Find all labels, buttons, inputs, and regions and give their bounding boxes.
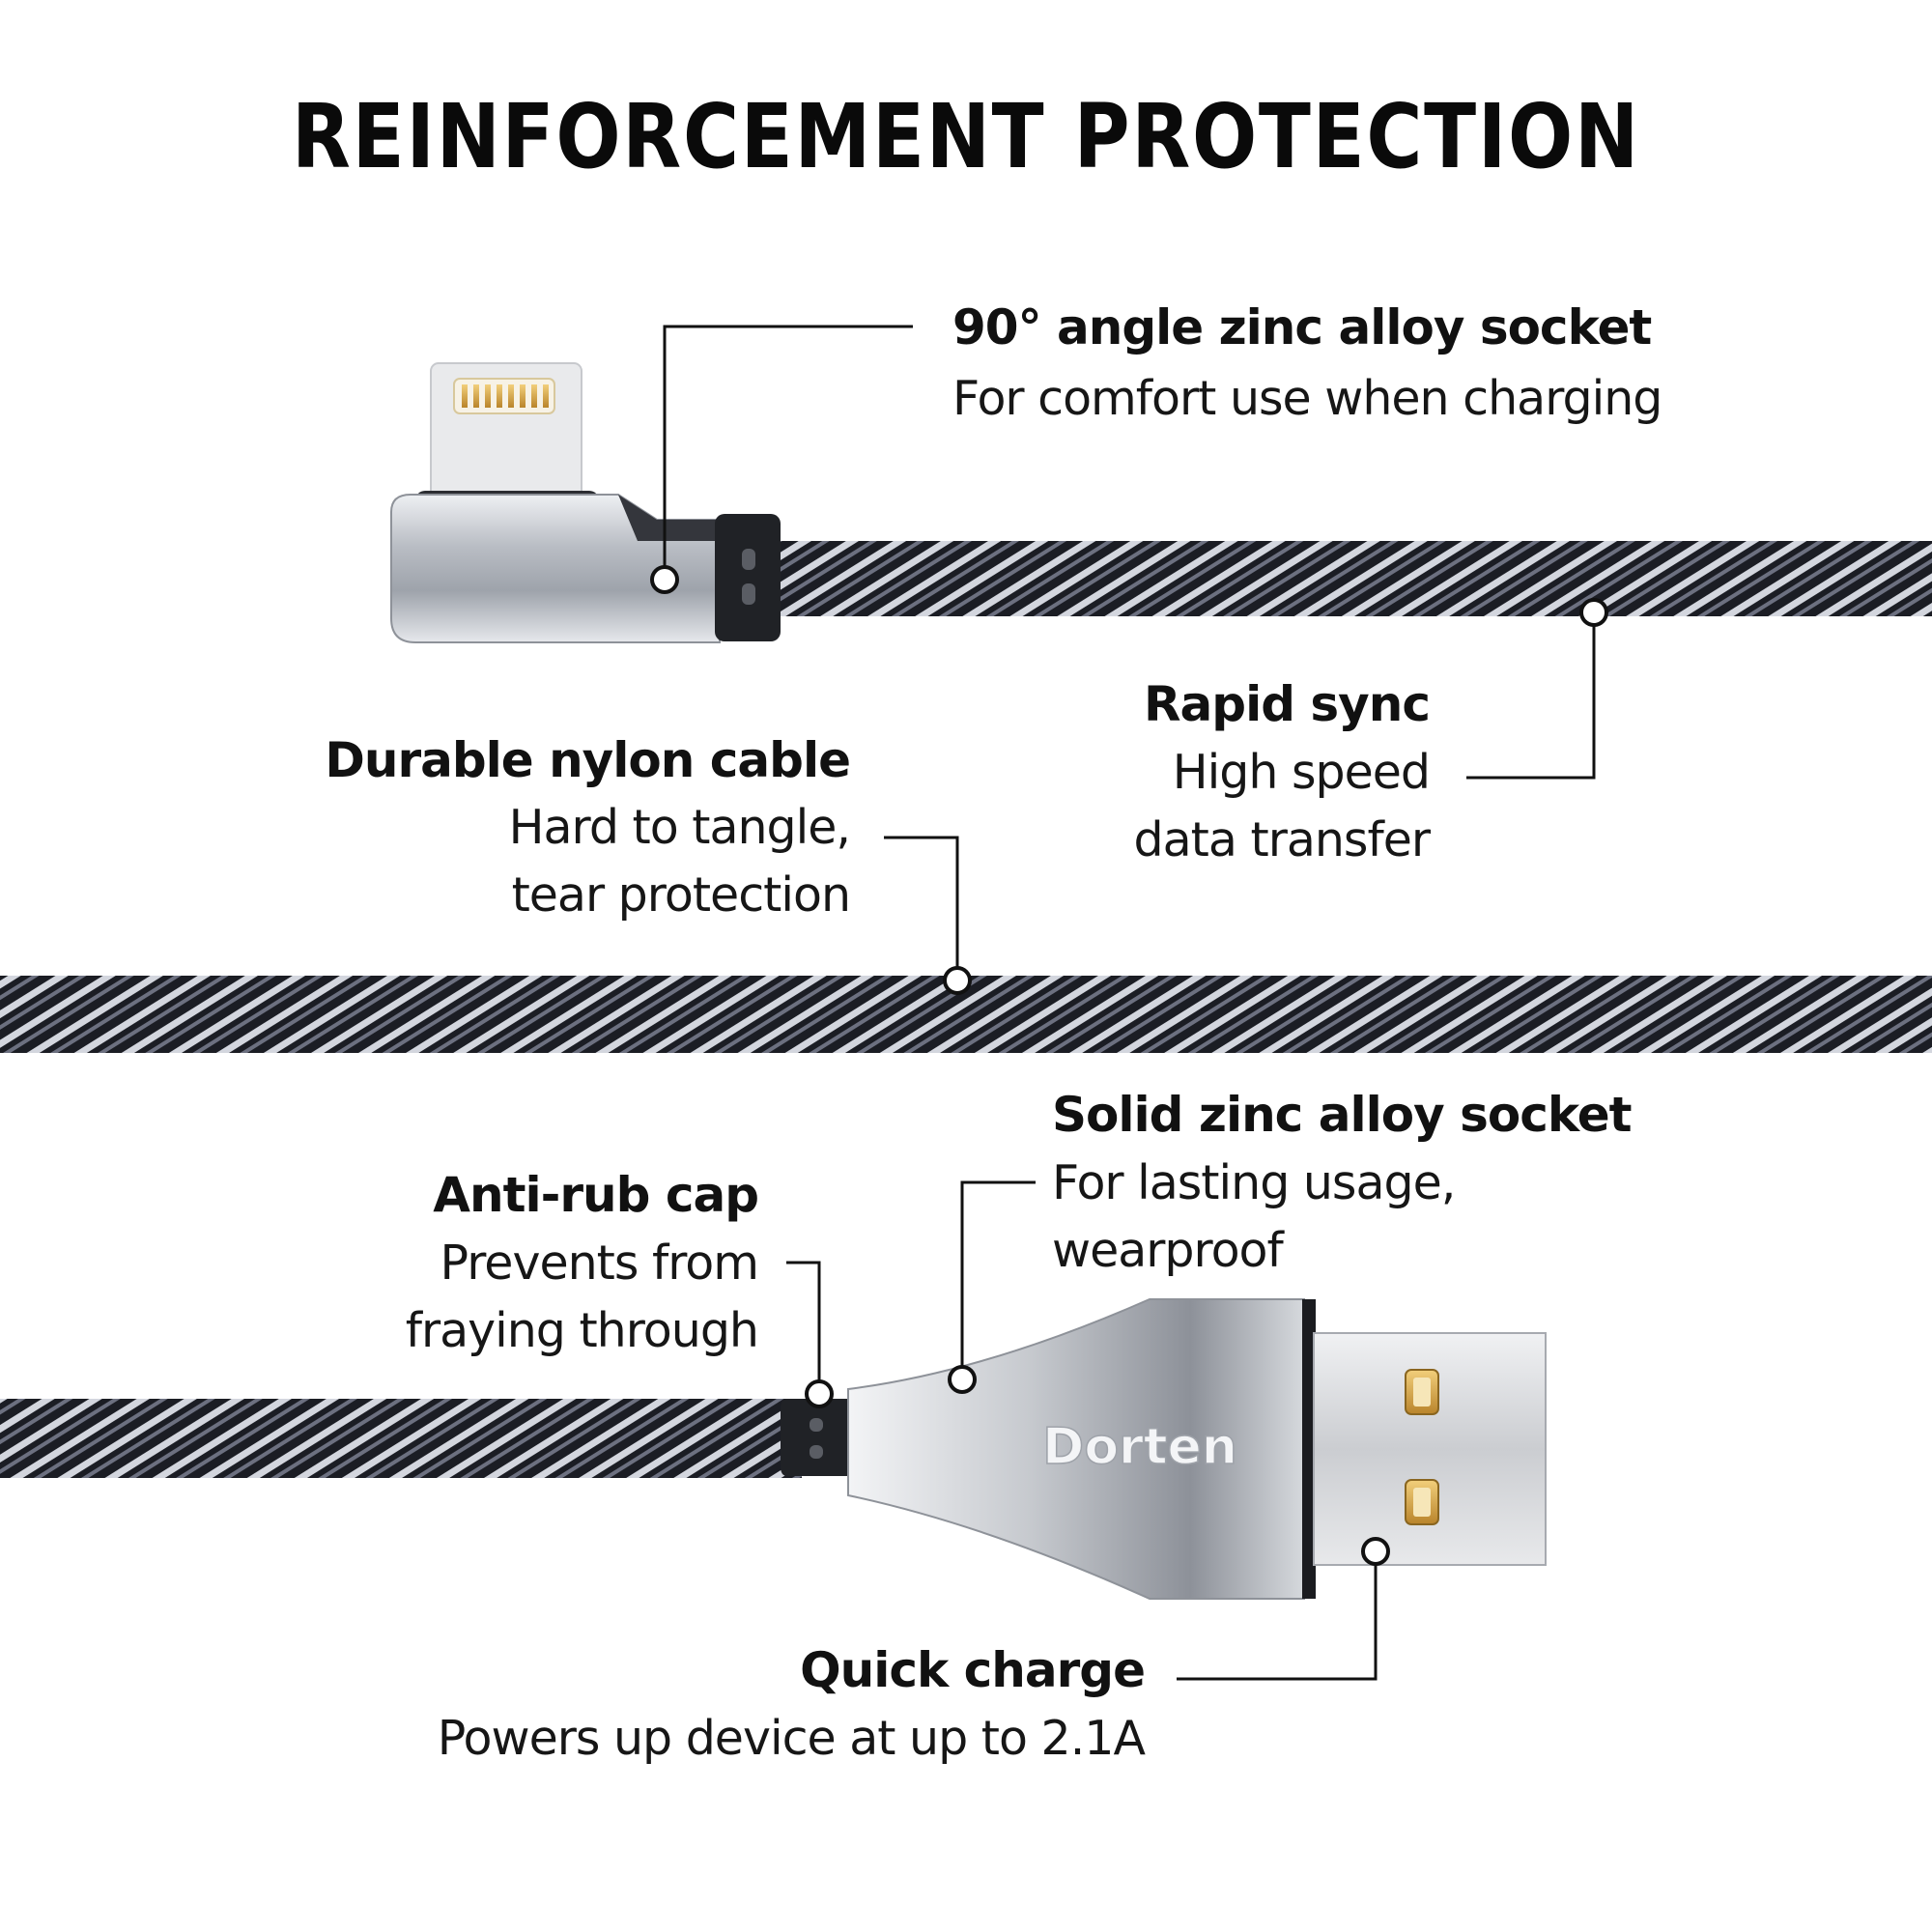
zinc-socket-heading: Solid zinc alloy socket <box>1052 1087 1633 1143</box>
leader-rapid-sync <box>1466 612 1596 780</box>
rapid-sync-line1: High speed <box>1172 745 1431 800</box>
leader-anti-rub <box>786 1261 821 1394</box>
leader-angle-socket <box>663 325 913 580</box>
callout-dots <box>650 565 1608 1566</box>
zinc-socket-line2: wearproof <box>1052 1223 1284 1278</box>
leader-zinc-socket <box>960 1180 1036 1379</box>
quick-charge-heading: Quick charge <box>800 1642 1146 1698</box>
quick-charge-desc: Powers up device at up to 2.1A <box>437 1711 1146 1766</box>
rapid-sync-line2: data transfer <box>1133 812 1431 867</box>
nylon-cable-line1: Hard to tangle, <box>508 800 851 855</box>
leader-quick-charge <box>1177 1551 1378 1681</box>
dot-anti-rub <box>805 1379 834 1408</box>
dot-angle-socket <box>650 565 679 594</box>
lightning-connector <box>390 362 781 643</box>
rapid-sync-heading: Rapid sync <box>1144 676 1431 732</box>
dot-nylon-cable <box>943 966 972 995</box>
braided-cable-bottom <box>0 1399 802 1478</box>
anti-rub-heading: Anti-rub cap <box>433 1167 759 1223</box>
leader-nylon-cable <box>884 836 959 980</box>
dot-zinc-socket <box>948 1365 977 1394</box>
angle-socket-desc: For comfort use when charging <box>952 371 1662 426</box>
nylon-cable-line2: tear protection <box>511 867 851 923</box>
dot-rapid-sync <box>1579 598 1608 627</box>
zinc-socket-line1: For lasting usage, <box>1052 1155 1456 1210</box>
anti-rub-line2: fraying through <box>405 1303 759 1358</box>
nylon-cable-heading: Durable nylon cable <box>325 732 851 788</box>
anti-rub-line1: Prevents from <box>440 1236 759 1291</box>
leader-lines <box>663 325 1596 1681</box>
angle-socket-heading: 90° angle zinc alloy socket <box>952 299 1652 355</box>
braided-cable-top <box>773 541 1932 616</box>
brand-logo: Dorten <box>1042 1418 1237 1476</box>
page-title: REINFORCEMENT PROTECTION <box>292 85 1640 188</box>
dot-quick-charge <box>1361 1537 1390 1566</box>
